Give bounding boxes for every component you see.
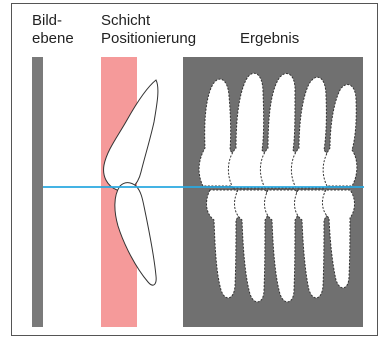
image-plane-bar: [32, 57, 43, 327]
